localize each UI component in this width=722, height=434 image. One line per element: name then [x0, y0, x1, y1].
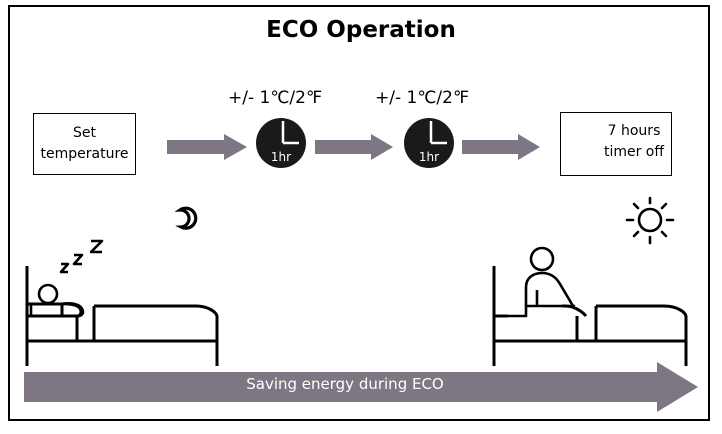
sun-icon — [625, 196, 675, 245]
timer-off-text: 7 hours timer off — [601, 121, 667, 163]
set-temperature-line1: Set — [73, 125, 96, 141]
flow-arrow-1 — [167, 134, 247, 160]
timer-off-box: 7 hours timer off — [560, 112, 672, 176]
sitting-person-icon — [508, 246, 575, 318]
flow-arrow-3 — [462, 134, 540, 160]
bed-icon — [492, 266, 688, 366]
timer-off-line2: timer off — [603, 144, 665, 160]
clock-icon: 1hr — [256, 118, 306, 168]
set-temperature-box: Set temperature — [33, 113, 136, 175]
energy-saving-label: Saving energy during ECO — [246, 375, 444, 393]
temperature-delta-label: +/- 1℃/2℉ — [375, 88, 470, 108]
clock-label: 1hr — [419, 150, 439, 164]
sleeping-person-icon — [29, 283, 83, 318]
temperature-delta-label: +/- 1℃/2℉ — [228, 88, 323, 108]
flow-arrow-2 — [315, 134, 393, 160]
timer-off-line1: 7 hours — [607, 123, 661, 139]
diagram-title: ECO Operation — [266, 17, 456, 43]
moon-icon — [174, 206, 198, 230]
clock-label: 1hr — [271, 150, 291, 164]
zzz-icon — [59, 239, 104, 274]
clock-icon: 1hr — [404, 118, 454, 168]
diagram-frame — [8, 5, 710, 421]
energy-saving-arrow — [24, 362, 698, 412]
set-temperature-line2: temperature — [40, 146, 129, 162]
